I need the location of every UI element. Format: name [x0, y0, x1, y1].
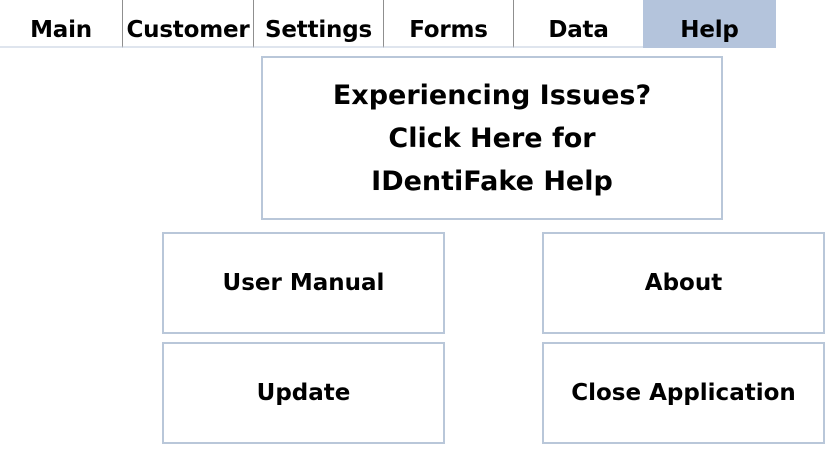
update-button[interactable]: Update [162, 342, 445, 444]
tab-help[interactable]: Help [643, 0, 776, 48]
tab-bar: Main Customer Settings Forms Data Help [0, 0, 776, 50]
help-link-line-1: Experiencing Issues? [332, 79, 652, 111]
close-application-label: Close Application [571, 380, 796, 406]
tab-forms[interactable]: Forms [383, 0, 513, 48]
user-manual-button[interactable]: User Manual [162, 232, 445, 334]
tab-settings[interactable]: Settings [253, 0, 383, 48]
user-manual-label: User Manual [222, 270, 385, 296]
help-link-line-2: Click Here for [388, 122, 596, 154]
tab-customer[interactable]: Customer [122, 0, 253, 48]
help-link-line-3: IDentiFake Help [371, 165, 613, 197]
tab-main[interactable]: Main [0, 0, 122, 48]
close-application-button[interactable]: Close Application [542, 342, 825, 444]
about-button[interactable]: About [542, 232, 825, 334]
about-label: About [644, 270, 723, 296]
update-label: Update [256, 380, 351, 406]
tab-data[interactable]: Data [513, 0, 643, 48]
help-link-button[interactable]: Experiencing Issues? Click Here for IDen… [261, 56, 723, 220]
